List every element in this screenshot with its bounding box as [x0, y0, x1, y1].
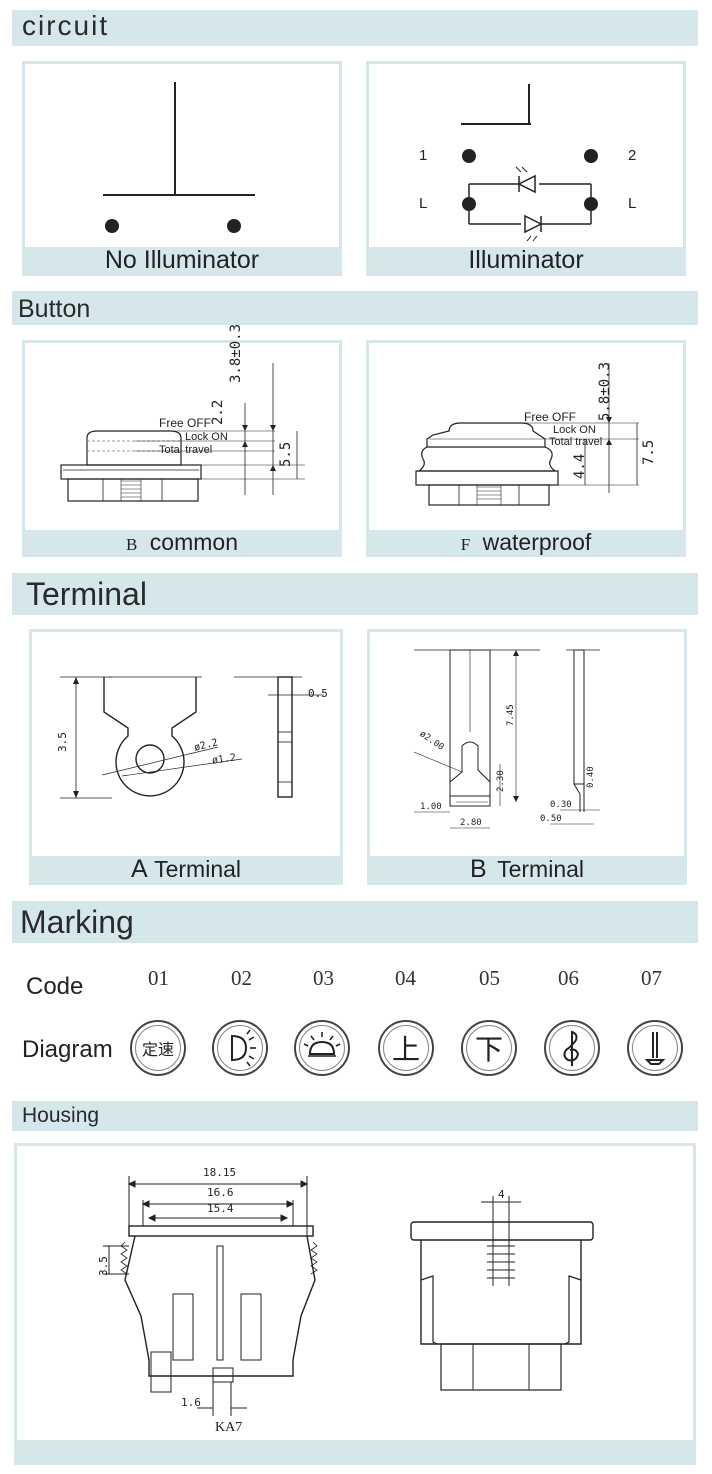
caption-button-waterproof: F waterproof [369, 530, 683, 554]
terminal-b-drawing [413, 649, 600, 829]
dim-waterproof-d1: 5.8±0.3 [597, 361, 613, 421]
button-waterproof-drawing [415, 363, 639, 506]
section-title: Housing [22, 1104, 100, 1127]
marking-code-06: 06 [558, 966, 579, 990]
dim-b-len: 7.45 [506, 704, 516, 726]
housing-footer-bar [17, 1440, 693, 1462]
label-free-off: Free OFF [159, 416, 212, 430]
dim-b-t2: 0.30 [550, 800, 572, 810]
housing-panel: 18.15 16.6 15.4 3.5 1.6 KA7 4 [14, 1143, 696, 1465]
label-total-travel: Total travel [159, 444, 213, 456]
section-header-terminal: Terminal [12, 573, 698, 615]
pin-label-l-left: L [419, 195, 428, 212]
pin-label-l-right: L [628, 195, 637, 212]
label-lock-on: Lock ON [185, 431, 228, 443]
dim-housing-h1: 3.5 [97, 1256, 110, 1276]
section-header-housing: Housing [12, 1101, 698, 1131]
dim-housing-w3: 15.4 [207, 1202, 234, 1215]
dim-common-d3: 5.5 [278, 441, 294, 467]
caption-label: waterproof [482, 529, 592, 555]
marking-symbol-06 [544, 1020, 600, 1076]
housing-model-label: KA7 [215, 1420, 243, 1435]
illuminator-circuit-diagram [461, 84, 598, 242]
button-common-drawing [60, 363, 305, 502]
marking-symbol-07 [627, 1020, 683, 1076]
caption-prefix: F [460, 535, 471, 554]
marking-diagram-label: Diagram [22, 1036, 113, 1063]
dim-b-w1: 1.00 [420, 802, 442, 812]
pin-label-2: 2 [628, 147, 637, 164]
marking-symbol-05: 下 [461, 1020, 517, 1076]
dim-common-d2: 2.2 [210, 399, 226, 425]
dim-housing-w1: 18.15 [203, 1166, 237, 1179]
caption-prefix: B [469, 855, 487, 883]
button-common-panel: 3.8±0.3 2.2 5.5 Free OFF Lock ON Total t… [22, 324, 342, 557]
caption-label: Terminal [154, 856, 242, 882]
dim-a-thick: 0.5 [308, 687, 328, 700]
marking-symbol-03 [294, 1020, 350, 1076]
housing-drawing [103, 1176, 594, 1416]
treble-clef-icon [563, 1030, 580, 1066]
section-title: Marking [20, 904, 134, 940]
terminal-a-drawing [60, 676, 324, 799]
terminal-a-panel: 3.5 0.5 ø2.2 ø1.2 A Terminal [29, 629, 343, 885]
headlight-icon [231, 1029, 256, 1067]
pin-label-1: 1 [419, 147, 428, 164]
label-free-off: Free OFF [524, 410, 577, 424]
marking-code-05: 05 [479, 966, 500, 990]
terminal-b-panel: 7.45 ø2.00 2.30 1.00 2.80 0.40 0.30 0.50… [367, 629, 687, 885]
caption-prefix: A [130, 855, 148, 883]
dim-a-height: 3.5 [56, 732, 69, 752]
dim-b-h2: 2.30 [496, 770, 506, 792]
marking-glyph-04: 上 [391, 1033, 420, 1066]
caption-label: common [149, 529, 238, 555]
dim-b-w2: 2.80 [460, 818, 482, 828]
dim-housing-w4: 1.6 [181, 1396, 201, 1409]
dim-common-d1: 3.8±0.3 [228, 323, 244, 383]
marking-code-04: 04 [395, 966, 416, 990]
circuit-no-illuminator-panel: No Illuminator [22, 61, 342, 276]
marking-symbol-04: 上 [378, 1020, 434, 1076]
button-waterproof-panel: 5.8±0.3 7.5 4.4 Free OFF Lock ON Total t… [366, 340, 686, 557]
section-header-marking: Marking [12, 901, 698, 943]
marking-code-03: 03 [313, 966, 334, 990]
marking-glyph-05: 下 [474, 1033, 503, 1066]
section-header-button: Button [12, 291, 698, 325]
caption-no-illuminator: No Illuminator [25, 247, 339, 273]
marking-code-02: 02 [231, 966, 252, 990]
dim-b-t1: 0.40 [586, 766, 596, 788]
marking-code-01: 01 [148, 966, 169, 990]
marking-symbol-01: 定速 [130, 1020, 186, 1076]
section-title: Terminal [26, 576, 147, 612]
caption-label: Terminal [497, 856, 585, 882]
section-title: circuit [22, 10, 110, 41]
marking-symbol-02 [212, 1020, 268, 1076]
label-total-travel: Total travel [549, 436, 603, 448]
section-header-circuit: circuit [12, 10, 698, 46]
caption-button-common: B common [25, 530, 339, 554]
label-lock-on: Lock ON [553, 424, 596, 436]
dim-housing-w5: 4 [498, 1188, 505, 1201]
marking-code-07: 07 [641, 966, 662, 990]
dim-waterproof-d3: 4.4 [572, 453, 588, 479]
caption-terminal-b: B Terminal [370, 856, 684, 882]
dim-b-t3: 0.50 [540, 814, 562, 824]
section-title: Button [18, 295, 91, 323]
marking-code-label: Code [26, 973, 84, 1000]
no-illuminator-circuit-diagram [103, 82, 255, 233]
caption-illuminator: Illuminator [369, 247, 683, 273]
dim-waterproof-d2: 7.5 [641, 439, 657, 465]
dome-light-icon [303, 1032, 341, 1057]
caption-terminal-a: A Terminal [32, 856, 340, 882]
marking-glyph-01: 定速 [141, 1040, 174, 1059]
wiper-icon [644, 1032, 666, 1065]
circuit-illuminator-panel: 1 2 L L Illuminator [366, 61, 686, 276]
caption-prefix: B [126, 535, 138, 554]
dim-housing-w2: 16.6 [207, 1186, 234, 1199]
